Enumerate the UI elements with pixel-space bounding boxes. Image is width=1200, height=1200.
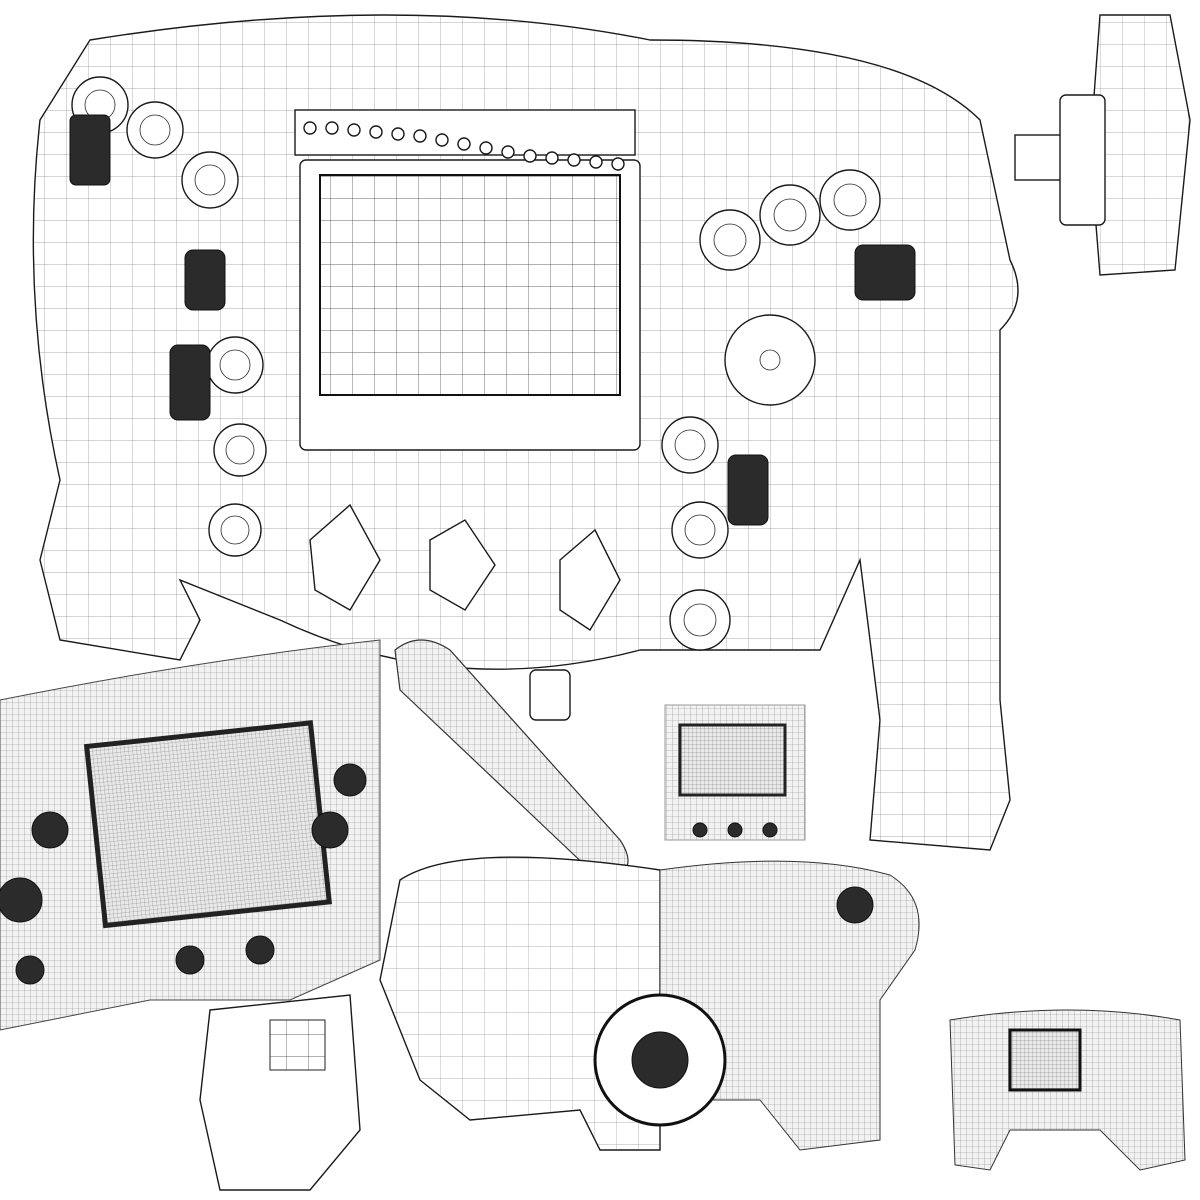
rotary-knobs (309, 503, 621, 631)
closeup-dense-mesh-view (0, 639, 381, 1031)
small-dense-thumb (949, 1009, 1186, 1171)
side-view (1014, 14, 1191, 276)
buttons-left (69, 76, 267, 557)
front-back-split-view (379, 856, 920, 1151)
screen-thumbnail (664, 704, 806, 841)
top-view (394, 639, 629, 881)
main-wireframe-view (32, 14, 1019, 851)
small-wireframe-thumb (199, 994, 361, 1191)
buttons-right (661, 169, 916, 651)
led-strip (303, 121, 625, 171)
